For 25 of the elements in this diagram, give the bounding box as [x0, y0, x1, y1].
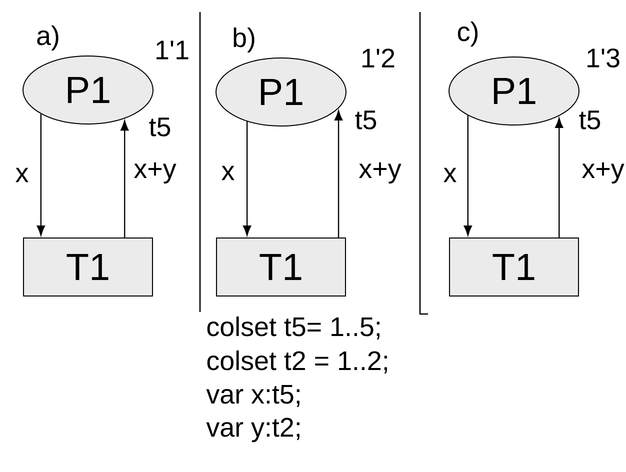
declaration-text: var y:t2;: [206, 418, 300, 442]
edge-label: x+y: [359, 162, 402, 184]
edge-label: x+y: [582, 162, 624, 184]
arrow: [555, 118, 564, 238]
transition-box: T1: [449, 237, 579, 296]
transition-box: T1: [23, 237, 153, 296]
arrow: [120, 120, 129, 238]
edge-label: x: [444, 168, 456, 182]
marking-label: 1'2: [362, 48, 394, 68]
arrow: [334, 110, 343, 238]
colour-set-label: t5: [355, 110, 376, 130]
edge-label: x: [222, 166, 234, 180]
marking-label: 1'3: [588, 48, 620, 68]
panel-label: b): [234, 27, 254, 53]
arrow: [464, 116, 472, 236]
edge-label: x+y: [134, 162, 176, 184]
colour-set-label: t5: [579, 110, 600, 130]
transition-box: T1: [216, 237, 346, 296]
edge-label: x: [16, 168, 28, 182]
declaration-text: colset t5= 1..5;: [207, 316, 380, 340]
marking-label: 1'1: [156, 40, 188, 60]
arrow: [243, 122, 252, 236]
declaration-text: colset t2 = 1..2;: [207, 350, 387, 374]
declaration-text: var x:t5;: [206, 385, 300, 407]
arrow: [36, 114, 45, 236]
